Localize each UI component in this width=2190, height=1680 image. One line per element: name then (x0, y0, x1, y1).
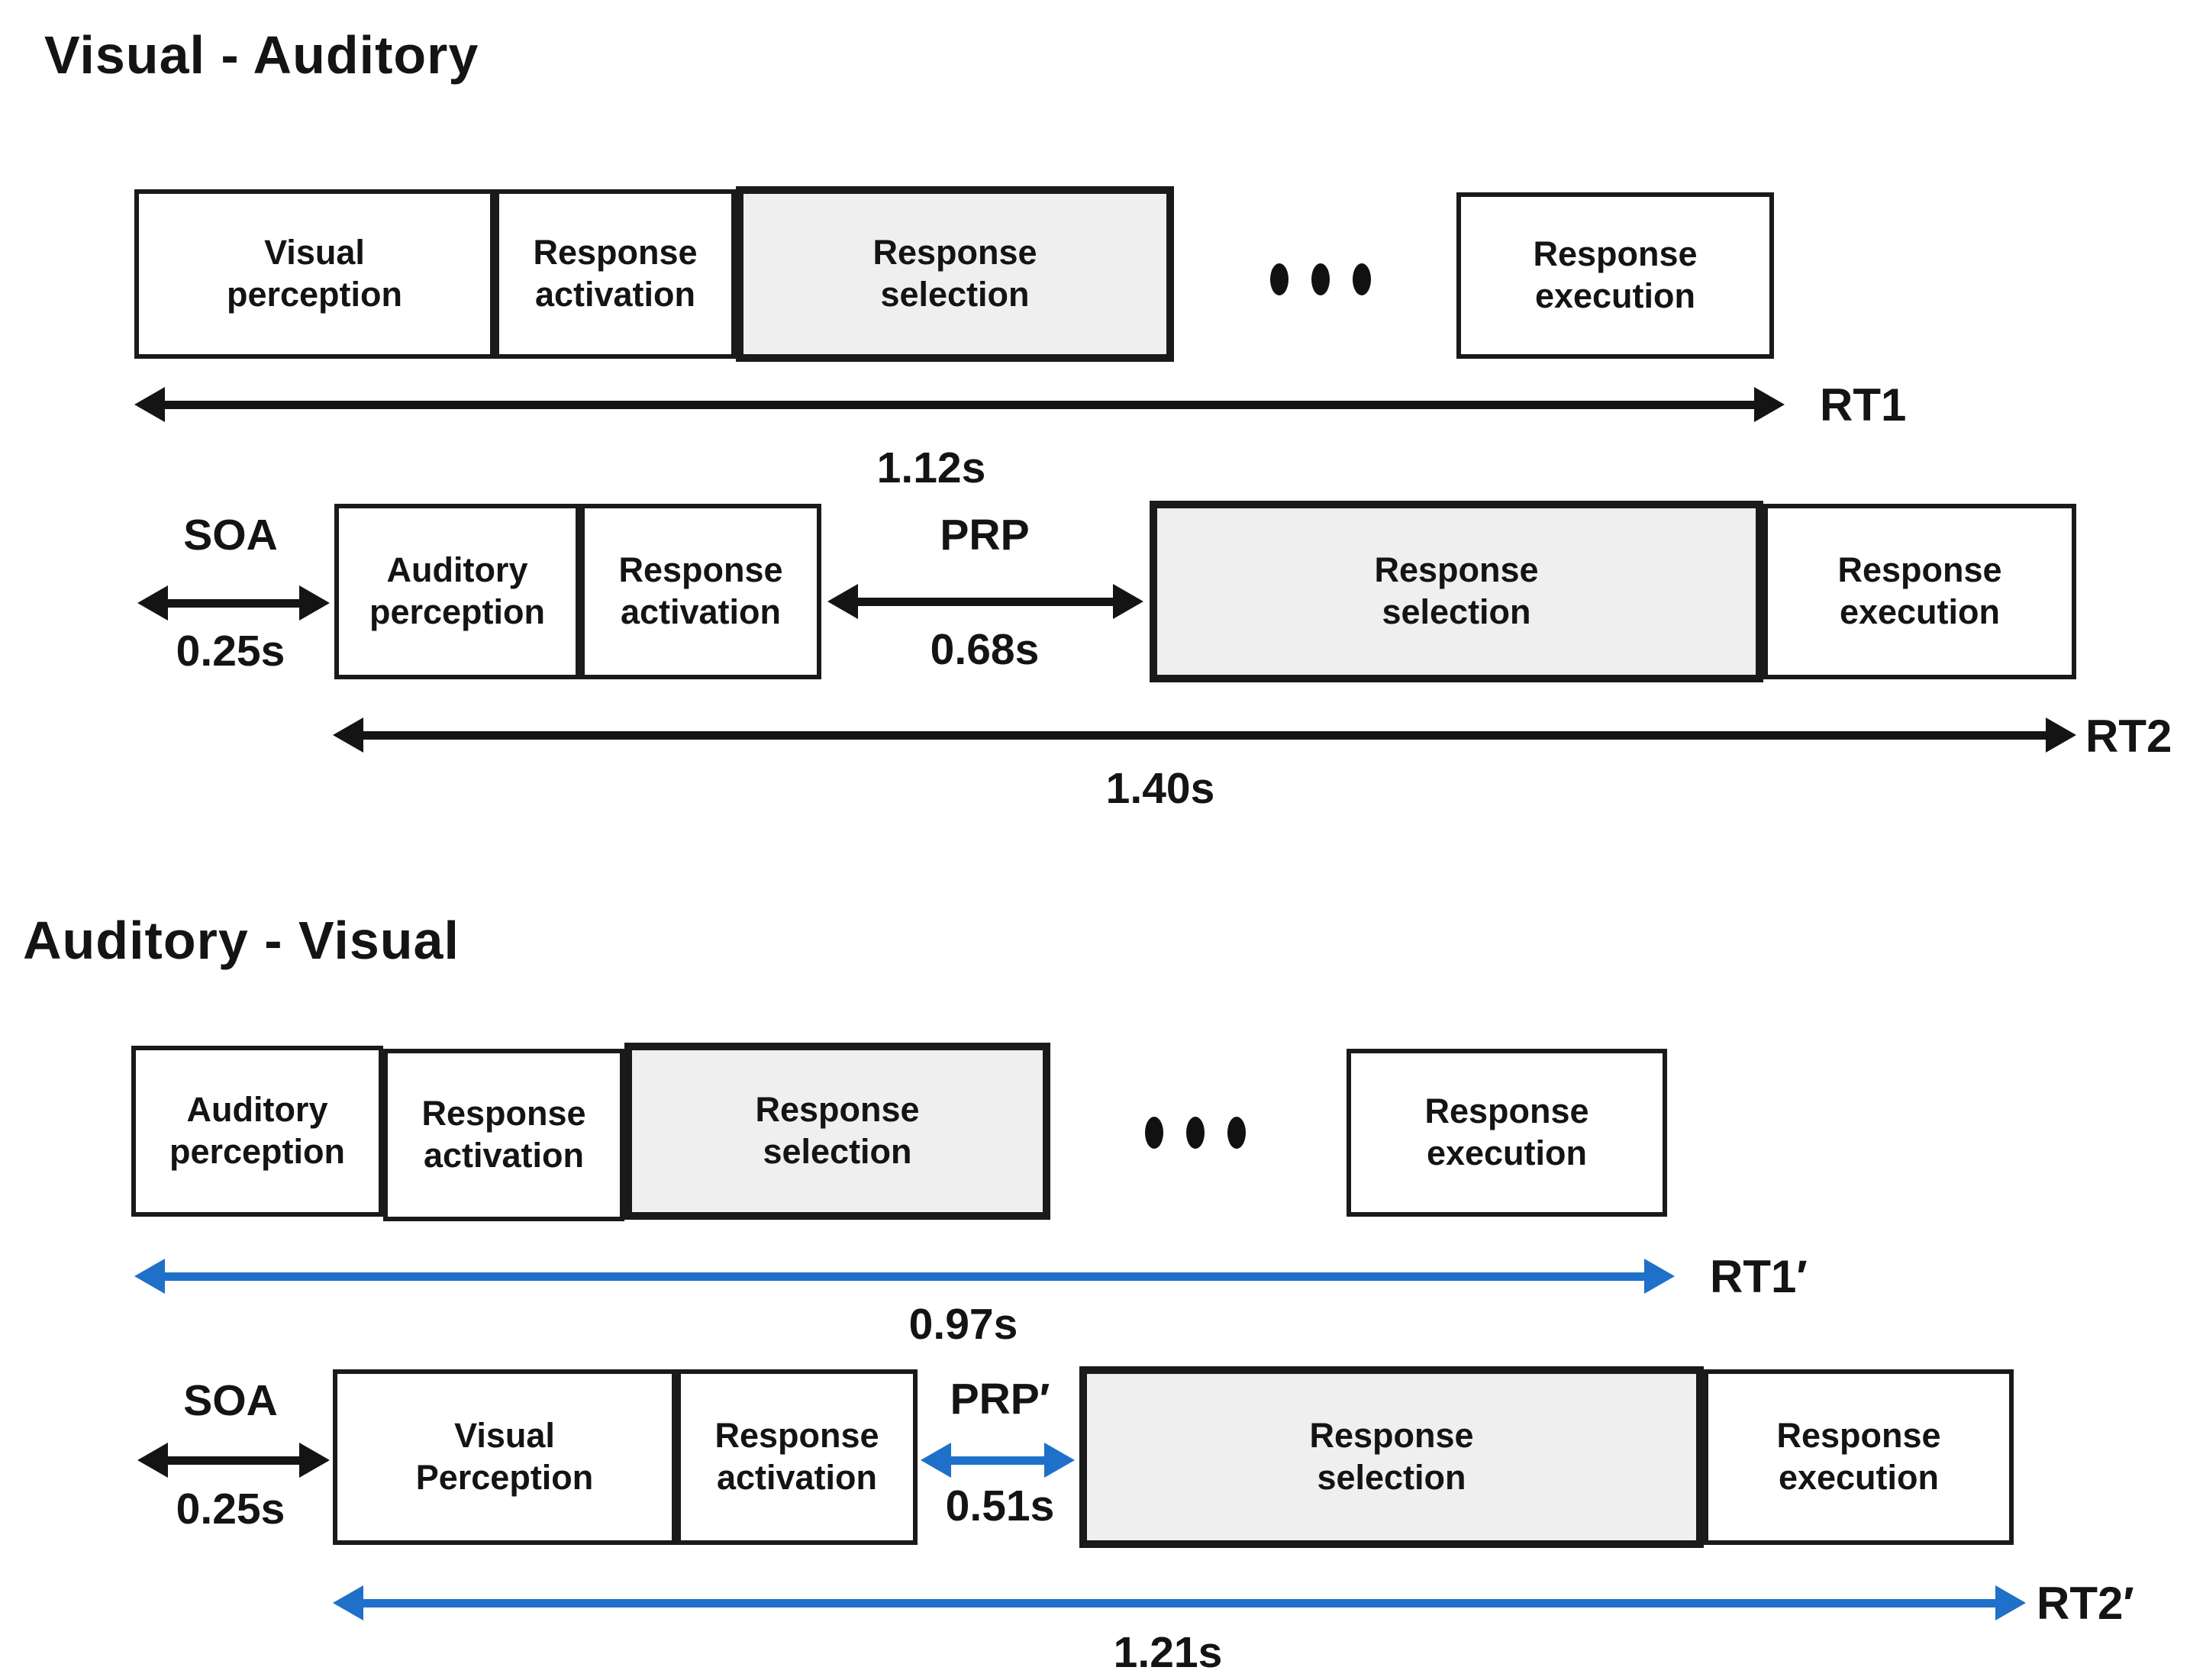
stage-box-label: Response activation (714, 1416, 879, 1497)
stage-box-label: Response activation (421, 1094, 586, 1175)
stage-box-response-execution: Response execution (1456, 192, 1774, 359)
arrowhead-right (1995, 1585, 2026, 1620)
prp-label: PRP (940, 511, 1030, 559)
arrowhead-right (299, 1443, 330, 1478)
arrowhead-left (137, 1443, 168, 1478)
stage-box-response-selection: Response selection (1079, 1366, 1704, 1548)
arrow-shaft (165, 1272, 1644, 1281)
arrow-shaft (168, 598, 299, 608)
rt2-time: 1.40s (1105, 764, 1215, 813)
rt2-prime-label: RT2′ (2037, 1578, 2134, 1629)
arrowhead-left (134, 1259, 165, 1294)
rt1-time: 1.12s (876, 443, 986, 492)
arrow-shaft (363, 730, 2046, 740)
rt2-arrow (333, 717, 2076, 753)
arrowhead-left (137, 585, 168, 621)
stage-box-label: Response execution (1837, 550, 2002, 631)
stage-box-label: Visual Perception (415, 1416, 594, 1497)
rt2-prime-arrow (333, 1585, 2026, 1620)
soa-label: SOA (183, 1376, 278, 1425)
arrowhead-right (299, 585, 330, 621)
rt1-prime-time: 0.97s (908, 1300, 1018, 1349)
arrowhead-right (1113, 584, 1143, 619)
stage-box-auditory-perception: Auditory perception (334, 504, 580, 679)
arrow-shaft (165, 400, 1754, 409)
stage-box-response-selection: Response selection (1150, 501, 1763, 682)
arrowhead-left (333, 717, 363, 753)
stage-box-label: Response execution (1776, 1416, 1941, 1497)
arrow-shaft (951, 1456, 1044, 1465)
soa-label: SOA (183, 511, 278, 559)
soa-arrow (137, 1443, 330, 1478)
rt2-label: RT2 (2085, 711, 2172, 762)
stage-box-auditory-perception: Auditory perception (131, 1046, 383, 1217)
stage-box-response-selection: Response selection (736, 186, 1174, 362)
stage-box-label: Response activation (533, 233, 698, 314)
ellipsis-dot (1270, 263, 1289, 295)
stage-box-label: Auditory perception (369, 550, 546, 631)
stage-box-response-execution: Response execution (1763, 504, 2076, 679)
ellipsis-dot (1353, 263, 1371, 295)
ellipsis-dot (1311, 263, 1330, 295)
ellipsis-dot (1227, 1117, 1246, 1149)
arrowhead-left (134, 387, 165, 422)
stage-box-response-execution: Response execution (1347, 1049, 1667, 1217)
stage-box-response-selection: Response selection (624, 1043, 1050, 1220)
arrowhead-right (1754, 387, 1785, 422)
stage-box-visual-perception: Visual Perception (333, 1369, 676, 1545)
stage-box-response-activation: Response activation (383, 1049, 624, 1221)
stage-box-response-activation: Response activation (495, 189, 736, 359)
panel-title: Visual - Auditory (44, 25, 479, 85)
rt1-arrow (134, 387, 1785, 422)
arrowhead-left (827, 584, 858, 619)
arrowhead-right (1044, 1443, 1075, 1478)
rt1-prime-arrow (134, 1259, 1675, 1294)
stage-box-label: Response selection (1309, 1416, 1474, 1497)
prp-prime-time: 0.51s (945, 1482, 1055, 1530)
stage-box-label: Response selection (872, 233, 1037, 314)
rt2-prime-time: 1.21s (1113, 1628, 1223, 1677)
rt1-label: RT1 (1820, 379, 1907, 430)
arrowhead-right (1644, 1259, 1675, 1294)
ellipsis-dot (1186, 1117, 1205, 1149)
arrowhead-right (2046, 717, 2076, 753)
ellipsis-dots (1244, 252, 1397, 307)
prp-prime-arrow (921, 1443, 1075, 1478)
soa-time: 0.25s (176, 1485, 285, 1533)
stage-box-label: Response selection (1374, 550, 1539, 631)
prp-time: 0.68s (930, 625, 1040, 674)
arrow-shaft (168, 1456, 299, 1465)
arrowhead-left (921, 1443, 951, 1478)
prp-prime-label: PRP′ (950, 1375, 1050, 1424)
stage-box-label: Auditory perception (169, 1090, 346, 1171)
stage-box-response-execution: Response execution (1704, 1369, 2014, 1545)
arrow-shaft (858, 597, 1113, 606)
stage-box-label: Response selection (755, 1090, 920, 1171)
arrowhead-left (333, 1585, 363, 1620)
rt1-prime-label: RT1′ (1710, 1251, 1808, 1302)
soa-arrow (137, 585, 330, 621)
stage-box-response-activation: Response activation (676, 1369, 918, 1545)
panel-title: Auditory - Visual (23, 911, 460, 970)
stage-box-label: Response activation (618, 550, 783, 631)
ellipsis-dots (1119, 1105, 1272, 1160)
stage-box-label: Response execution (1533, 234, 1698, 315)
soa-time: 0.25s (176, 627, 285, 676)
stage-box-visual-perception: Visual perception (134, 189, 495, 359)
stage-box-label: Response execution (1424, 1092, 1589, 1172)
stage-box-label: Visual perception (226, 233, 403, 314)
prp-arrow (827, 584, 1143, 619)
stage-box-response-activation: Response activation (580, 504, 821, 679)
ellipsis-dot (1145, 1117, 1163, 1149)
arrow-shaft (363, 1598, 1995, 1607)
